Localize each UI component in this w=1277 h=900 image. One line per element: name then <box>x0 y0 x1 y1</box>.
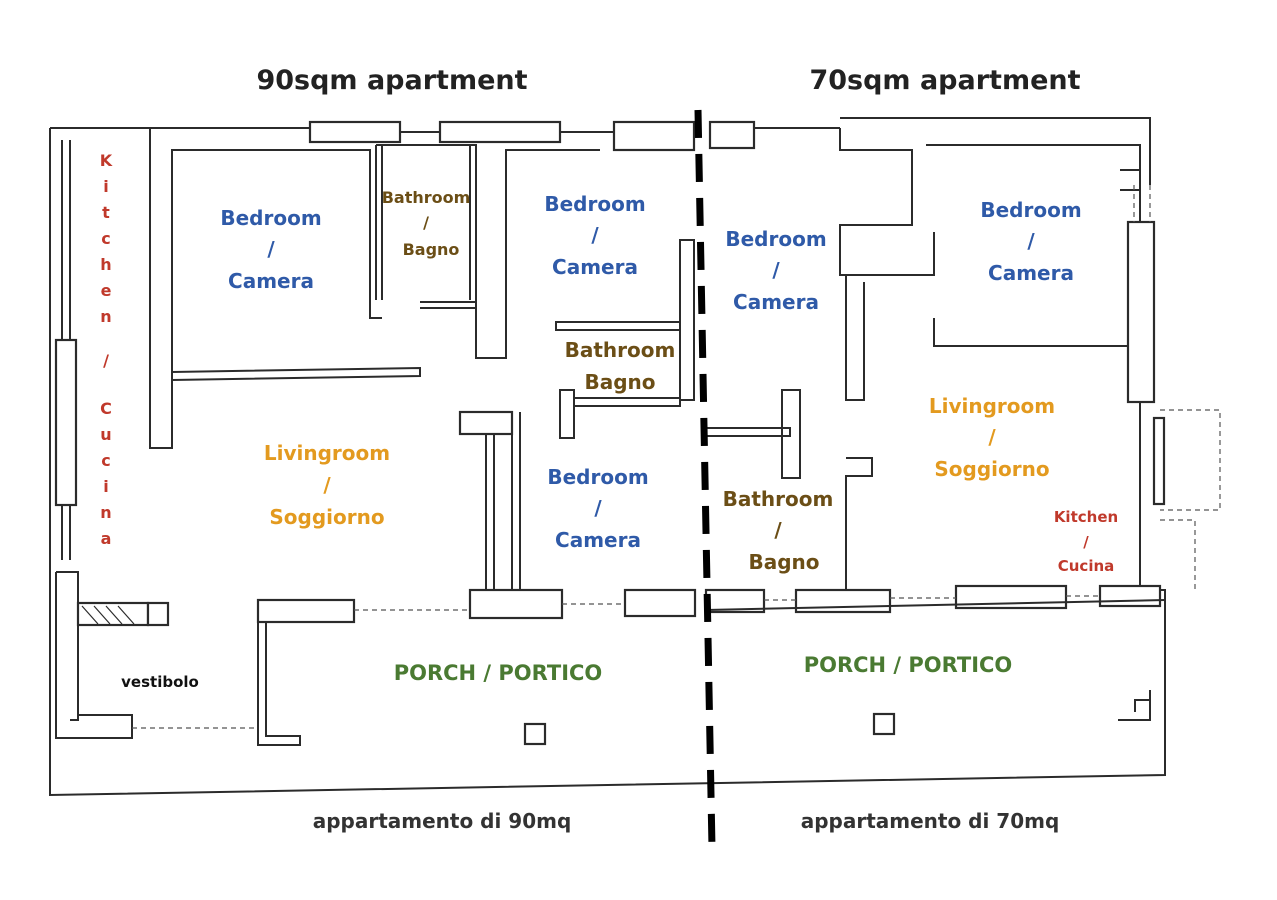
room-porch-70: PORCH / PORTICO <box>804 653 1013 677</box>
room-label: / <box>267 237 275 261</box>
room-label: Bedroom <box>980 198 1081 222</box>
footer-90mq: appartamento di 90mq <box>313 809 572 833</box>
kitchen-v-letter: t <box>102 203 110 222</box>
room-bedroom-5: Bedroom / Camera <box>980 198 1081 285</box>
room-label: / <box>323 473 331 497</box>
room-label: Bathroom <box>723 487 834 511</box>
room-label: / <box>774 518 782 542</box>
room-bathroom-2: Bathroom Bagno <box>565 338 676 394</box>
room-label: / <box>594 496 602 520</box>
room-bathroom-1: Bathroom / Bagno <box>382 188 471 259</box>
room-label: Bagno <box>748 550 819 574</box>
kitchen-v-letter: i <box>103 177 108 196</box>
kitchen-v-letter: K <box>100 151 113 170</box>
room-label: Camera <box>988 261 1074 285</box>
room-label: / <box>1027 229 1035 253</box>
apartment-divider <box>694 109 716 849</box>
kitchen-vertical-label: K i t c h e n / C u c i n a <box>100 151 113 548</box>
room-bedroom-4: Bedroom / Camera <box>725 227 826 314</box>
room-label: Bagno <box>403 240 460 259</box>
room-label: Bedroom <box>547 465 648 489</box>
room-livingroom-2: Livingroom / Soggiorno <box>929 394 1055 481</box>
room-label: Bedroom <box>725 227 826 251</box>
kitchen-v-letter: c <box>101 229 110 248</box>
header-90sqm: 90sqm apartment <box>256 65 527 96</box>
kitchen-v-letter: n <box>100 307 111 326</box>
room-livingroom-1: Livingroom / Soggiorno <box>264 441 390 529</box>
room-label: Camera <box>228 269 314 293</box>
room-label: Bagno <box>584 370 655 394</box>
kitchen-v-letter: i <box>103 477 108 496</box>
kitchen-v-letter: c <box>101 451 110 470</box>
kitchen-v-letter: C <box>100 399 112 418</box>
plan-walls <box>49 117 1221 797</box>
room-bedroom-3: Bedroom / Camera <box>547 465 648 552</box>
room-label: / <box>988 425 996 449</box>
room-label: / <box>1083 533 1089 551</box>
room-label: Cucina <box>1058 557 1115 575</box>
room-kitchen-2: Kitchen / Cucina <box>1054 508 1118 575</box>
room-bedroom-1: Bedroom / Camera <box>220 206 321 293</box>
room-label: Kitchen <box>1054 508 1118 526</box>
room-label: Camera <box>733 290 819 314</box>
room-porch-90: PORCH / PORTICO <box>394 661 603 685</box>
room-label: Bathroom <box>382 188 471 207</box>
header-70sqm: 70sqm apartment <box>809 65 1080 96</box>
room-label: Soggiorno <box>934 457 1049 481</box>
kitchen-v-letter: h <box>100 255 111 274</box>
room-label: / <box>772 258 780 282</box>
room-bedroom-2: Bedroom / Camera <box>544 192 645 279</box>
kitchen-v-letter: a <box>101 529 112 548</box>
room-label: Soggiorno <box>269 505 384 529</box>
room-label: Bedroom <box>544 192 645 216</box>
kitchen-v-letter: u <box>100 425 111 444</box>
kitchen-v-letter: n <box>100 503 111 522</box>
room-label: Camera <box>555 528 641 552</box>
footer-70mq: appartamento di 70mq <box>801 809 1060 833</box>
room-label: Bathroom <box>565 338 676 362</box>
room-label: Livingroom <box>929 394 1055 418</box>
room-label: / <box>423 213 429 232</box>
room-vestibolo: vestibolo <box>121 673 199 691</box>
kitchen-v-letter: e <box>101 281 112 300</box>
room-label: Livingroom <box>264 441 390 465</box>
room-label: / <box>591 223 599 247</box>
room-label: Camera <box>552 255 638 279</box>
kitchen-v-letter: / <box>103 351 109 370</box>
room-bathroom-3: Bathroom / Bagno <box>723 487 834 574</box>
room-label: Bedroom <box>220 206 321 230</box>
